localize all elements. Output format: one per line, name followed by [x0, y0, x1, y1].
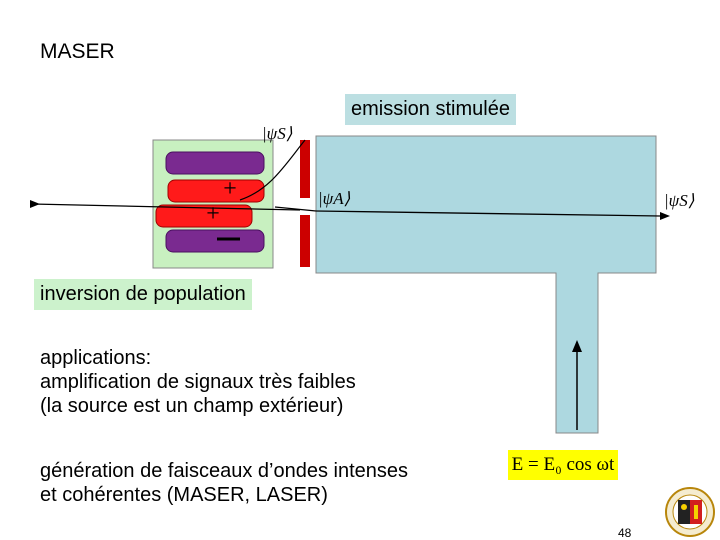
inversion-population-label: inversion de population [34, 279, 252, 310]
ket-psi-s-right: |ψS⟩ [664, 191, 695, 210]
generation-line-2: et cohérentes (MASER, LASER) [40, 484, 328, 506]
ket-psi-s-top: |ψS⟩ [262, 124, 293, 143]
beam-gap [274, 206, 317, 212]
field-equation: E = E₀ cos ωt [508, 450, 618, 480]
page-number: 48 [618, 526, 632, 540]
applications-line-2: amplification de signaux très faibles [40, 371, 356, 393]
ket-psi-a: |ψA⟩ [318, 189, 351, 208]
emission-stimulee-label: emission stimulée [345, 94, 516, 125]
cavity [315, 135, 657, 434]
generation-line-1: génération de faisceaux d’ondes intenses [40, 460, 409, 482]
slide-title: MASER [40, 40, 115, 63]
beam-arrowhead-left [30, 200, 40, 208]
plus-sign-1: + [223, 176, 237, 202]
applications-line-3: (la source est un champ extérieur) [40, 395, 344, 417]
purple-rod-top [165, 151, 265, 175]
plate-bottom [300, 215, 310, 267]
red-rod-1 [167, 179, 265, 203]
applications-text: applications: amplification de signaux t… [40, 346, 356, 418]
field-arrow-head [572, 340, 582, 352]
beam-cavity [315, 210, 661, 217]
applications-line-1: applications: [40, 347, 152, 369]
beam-input [31, 203, 301, 211]
beam-curve [239, 139, 306, 201]
beam-arrowhead-right [660, 212, 670, 220]
plate-top [300, 140, 310, 198]
geneva-university-seal-icon [665, 487, 715, 537]
purple-rod-bottom [165, 229, 265, 253]
plus-sign-2: + [206, 201, 220, 227]
generation-text: génération de faisceaux d’ondes intenses… [40, 459, 408, 507]
red-rod-2 [155, 204, 253, 228]
